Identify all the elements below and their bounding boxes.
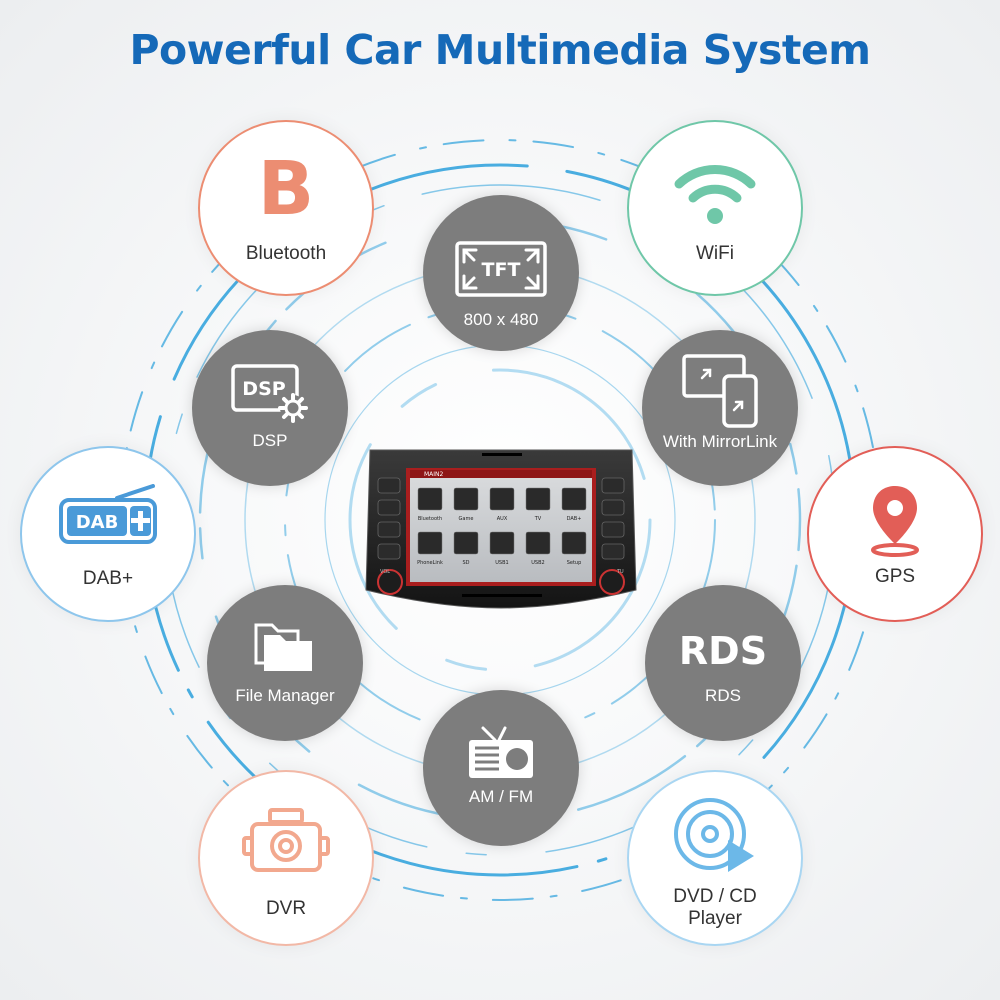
app-label: DAB+	[567, 516, 582, 522]
dsp-badge-text: DSP	[242, 378, 285, 400]
feature-label: WiFi	[696, 243, 734, 264]
tft-badge-text: TFT	[482, 259, 521, 281]
feature-label: With MirrorLink	[662, 432, 778, 451]
feature-label: File Manager	[235, 686, 335, 705]
feature-gps: GPS	[807, 446, 983, 622]
feature-tft: TFT 800 x 480	[423, 195, 579, 351]
feature-label: DVR	[265, 898, 307, 919]
feature-dvd: DVD / CD Player	[627, 770, 803, 946]
feature-dvr: DVR	[198, 770, 374, 946]
car-stereo-unit: VOL TU MAIN2 Bluetooth Game AUX TV DAB+ …	[365, 449, 637, 609]
feature-rds: RDS RDS	[645, 585, 801, 741]
app-label: USB1	[495, 560, 508, 566]
knob-left-label: VOL	[380, 569, 390, 575]
bluetooth-b-icon: B	[257, 146, 315, 232]
feature-label: DSP	[252, 431, 288, 450]
feature-label: Bluetooth	[245, 243, 327, 264]
dash-camera-icon	[200, 806, 372, 876]
app-label: SD	[462, 560, 469, 566]
radio-icon	[423, 724, 579, 780]
feature-label: GPS	[874, 566, 916, 587]
page-title: Powerful Car Multimedia System	[129, 26, 871, 74]
wifi-icon	[629, 160, 801, 228]
feature-label-line2: Player	[688, 908, 742, 929]
app-label: AUX	[497, 516, 508, 522]
app-label: Game	[459, 516, 474, 522]
mirrorlink-icon	[642, 352, 798, 428]
app-label: Bluetooth	[418, 516, 442, 522]
feature-label: AM / FM	[468, 787, 534, 806]
feature-dsp: DSP DSP	[192, 330, 348, 486]
knob-right-label: TU	[616, 569, 624, 575]
feature-wifi: WiFi	[627, 120, 803, 296]
feature-label: RDS	[705, 686, 741, 705]
feature-mirrorlink: With MirrorLink	[642, 330, 798, 486]
screen-title: MAIN2	[424, 471, 444, 478]
feature-file-manager: File Manager	[207, 585, 363, 741]
dsp-gear-icon: DSP	[192, 362, 348, 424]
feature-label: 800 x 480	[463, 310, 539, 329]
feature-bluetooth: B Bluetooth	[198, 120, 374, 296]
map-pin-icon	[809, 482, 981, 558]
feature-dab: DAB DAB+	[20, 446, 196, 622]
disc-play-icon	[629, 794, 801, 878]
dab-badge-text: DAB	[76, 512, 119, 533]
feature-label: DAB+	[82, 568, 134, 589]
tft-screen-icon: TFT	[423, 241, 579, 297]
app-label: USB2	[531, 560, 544, 566]
feature-am-fm: AM / FM	[423, 690, 579, 846]
app-label: Setup	[567, 560, 582, 566]
feature-label-line1: DVD / CD	[673, 886, 757, 907]
folder-icon	[207, 617, 363, 675]
app-label: PhoneLink	[417, 560, 443, 566]
dab-radio-icon: DAB	[22, 484, 194, 546]
app-label: TV	[534, 516, 542, 522]
rds-text-icon: RDS	[678, 629, 768, 673]
